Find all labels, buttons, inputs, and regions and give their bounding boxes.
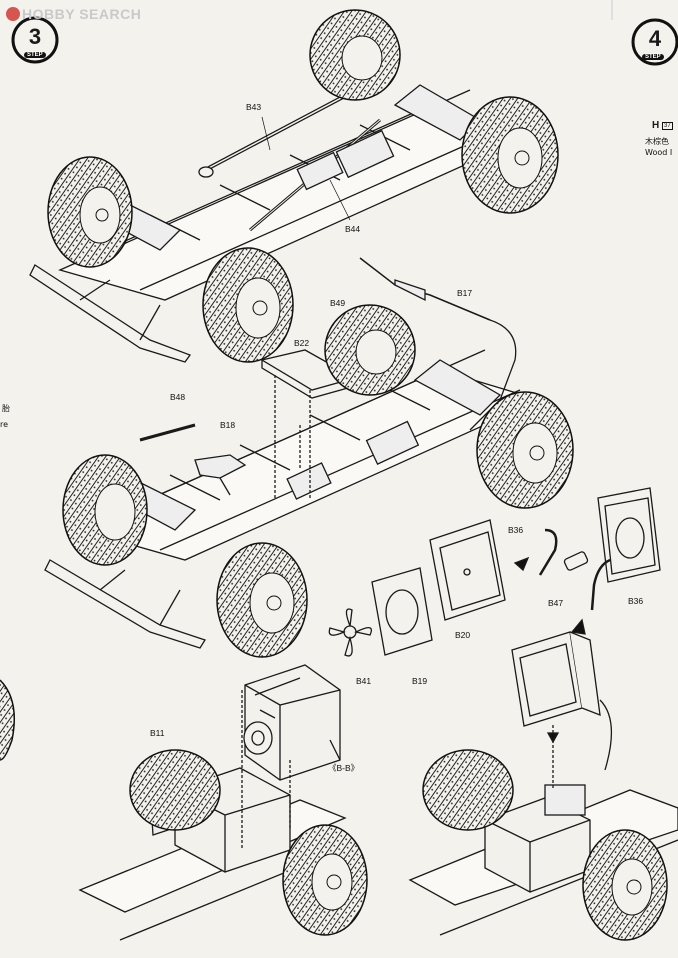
part-label-b20: B20 (455, 630, 471, 640)
part-label-b48: B48 (170, 392, 186, 402)
hobby-search-logo-icon (6, 7, 20, 21)
wheel-br-1 (422, 749, 514, 831)
part-label-b18: B18 (220, 420, 236, 430)
part-label-b11: B11 (150, 728, 165, 738)
wheel-edge-left (0, 679, 15, 761)
step-3-number: 3 (28, 24, 42, 49)
radiator-parts (328, 487, 661, 657)
step-3-label: STEP (24, 52, 46, 58)
part-label-b43: B43 (246, 102, 262, 112)
part-label-b49: B49 (330, 298, 346, 308)
step-4-number: 4 (648, 26, 662, 51)
watermark-text: HOBBY SEARCH (22, 6, 142, 22)
part-label-b41: B41 (356, 676, 372, 686)
part-label-b36-right: B36 (628, 596, 644, 606)
part-label-b19: B19 (412, 676, 428, 686)
wheel-front-left-1 (47, 156, 133, 268)
paint-color-name-jp: 木棕色 (645, 137, 669, 146)
paint-color-name-en: Wood I (645, 148, 673, 157)
side-note-2: re (0, 420, 9, 429)
paint-code-number: 37 (662, 122, 673, 130)
paint-code-letter: H (652, 120, 660, 131)
chassis-assembly-2 (44, 257, 542, 649)
watermark: HOBBY SEARCH (6, 6, 141, 22)
wheel-rear-left-2 (324, 304, 416, 396)
wheel-front-right-1 (202, 247, 294, 363)
wheel-br-2 (582, 829, 668, 941)
step-4-badge (631, 18, 678, 66)
wheel-rear-left-1 (309, 9, 401, 101)
wheel-rear-right-1 (461, 96, 559, 214)
chassis-assembly-1 (29, 84, 522, 363)
step-4-label: STEP (642, 54, 664, 60)
side-note-1: 胎 (2, 404, 10, 413)
wheel-front-right-2 (216, 542, 308, 658)
part-label-b36-left: B36 (508, 525, 524, 535)
part-label-b44: B44 (345, 224, 361, 234)
wheel-rear-right-2 (476, 391, 574, 509)
wheel-bl-1 (129, 749, 221, 831)
part-label-b17: B17 (457, 288, 473, 298)
leader-lines-1 (261, 116, 351, 221)
part-label-bb: 《B-B》 (328, 763, 360, 773)
wheel-bl-2 (282, 824, 368, 936)
part-label-b22: B22 (294, 338, 310, 348)
step-3-badge (11, 16, 59, 64)
part-label-b47: B47 (548, 598, 564, 608)
fan-b41 (328, 608, 373, 657)
engine-assembly-right (408, 631, 678, 936)
wheel-front-left-2 (62, 454, 148, 566)
